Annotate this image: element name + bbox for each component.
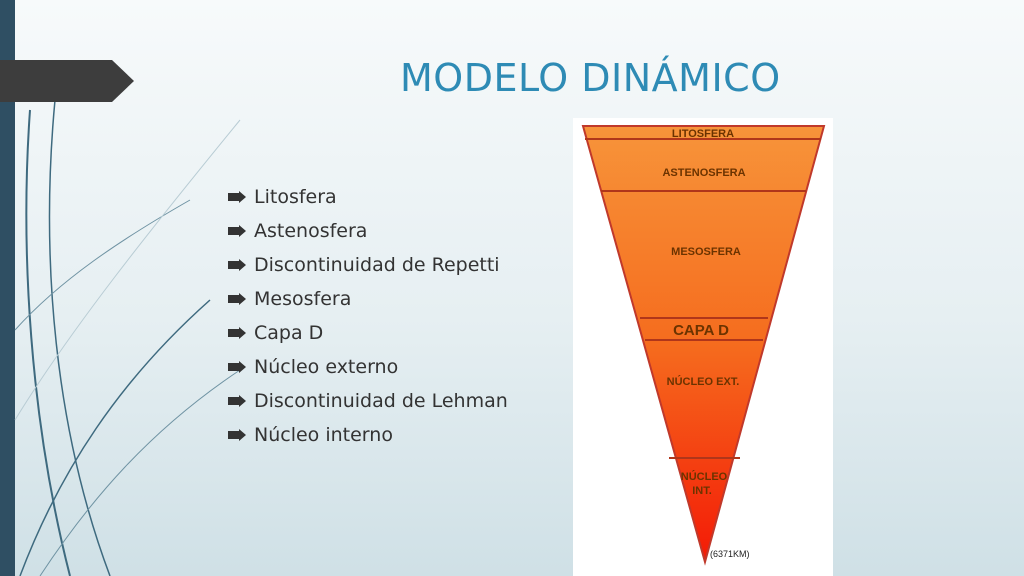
bullet-item: Discontinuidad de Repetti <box>228 248 508 282</box>
label-nucleo-ext: NÚCLEO EXT. <box>667 375 740 388</box>
arrow-bullet-icon <box>228 225 246 237</box>
bullet-text: Astenosfera <box>254 220 368 242</box>
title-tab-arrow <box>0 60 134 102</box>
bullet-text: Litosfera <box>254 186 337 208</box>
bullet-item: Discontinuidad de Lehman <box>228 384 508 418</box>
arrow-bullet-icon <box>228 259 246 271</box>
decorative-curves <box>14 99 241 576</box>
bullet-item: Mesosfera <box>228 282 508 316</box>
arrow-bullet-icon <box>228 361 246 373</box>
bullet-item: Litosfera <box>228 180 508 214</box>
arrow-bullet-icon <box>228 191 246 203</box>
bullet-text: Discontinuidad de Lehman <box>254 390 508 412</box>
arrow-bullet-icon <box>228 395 246 407</box>
label-litosfera: LITOSFERA <box>672 128 734 140</box>
bullet-text: Núcleo interno <box>254 424 393 446</box>
earth-layers-diagram: LITOSFERA ASTENOSFERA MESOSFERA CAPA D N… <box>573 118 833 576</box>
bullet-text: Mesosfera <box>254 288 352 310</box>
label-depth: (6371KM) <box>710 549 750 559</box>
label-nucleo-int-line2: INT. <box>692 485 712 497</box>
label-nucleo-int-line1: NÚCLEO <box>681 470 728 483</box>
arrow-bullet-icon <box>228 293 246 305</box>
arrow-bullet-icon <box>228 327 246 339</box>
label-mesosfera: MESOSFERA <box>671 246 741 258</box>
label-astenosfera: ASTENOSFERA <box>662 167 745 179</box>
triangle-body <box>581 125 826 566</box>
bullet-text: Núcleo externo <box>254 356 399 378</box>
bullet-item: Astenosfera <box>228 214 508 248</box>
page-title: MODELO DINÁMICO <box>400 56 781 100</box>
bullet-text: Capa D <box>254 322 324 344</box>
label-capa-d: CAPA D <box>673 322 729 339</box>
left-accent-bar <box>0 0 15 576</box>
bullet-item: Capa D <box>228 316 508 350</box>
bullet-item: Núcleo externo <box>228 350 508 384</box>
bullet-list: Litosfera Astenosfera Discontinuidad de … <box>228 180 508 452</box>
bullet-text: Discontinuidad de Repetti <box>254 254 500 276</box>
arrow-bullet-icon <box>228 429 246 441</box>
bullet-item: Núcleo interno <box>228 418 508 452</box>
layers-triangle: LITOSFERA ASTENOSFERA MESOSFERA CAPA D N… <box>581 125 826 566</box>
